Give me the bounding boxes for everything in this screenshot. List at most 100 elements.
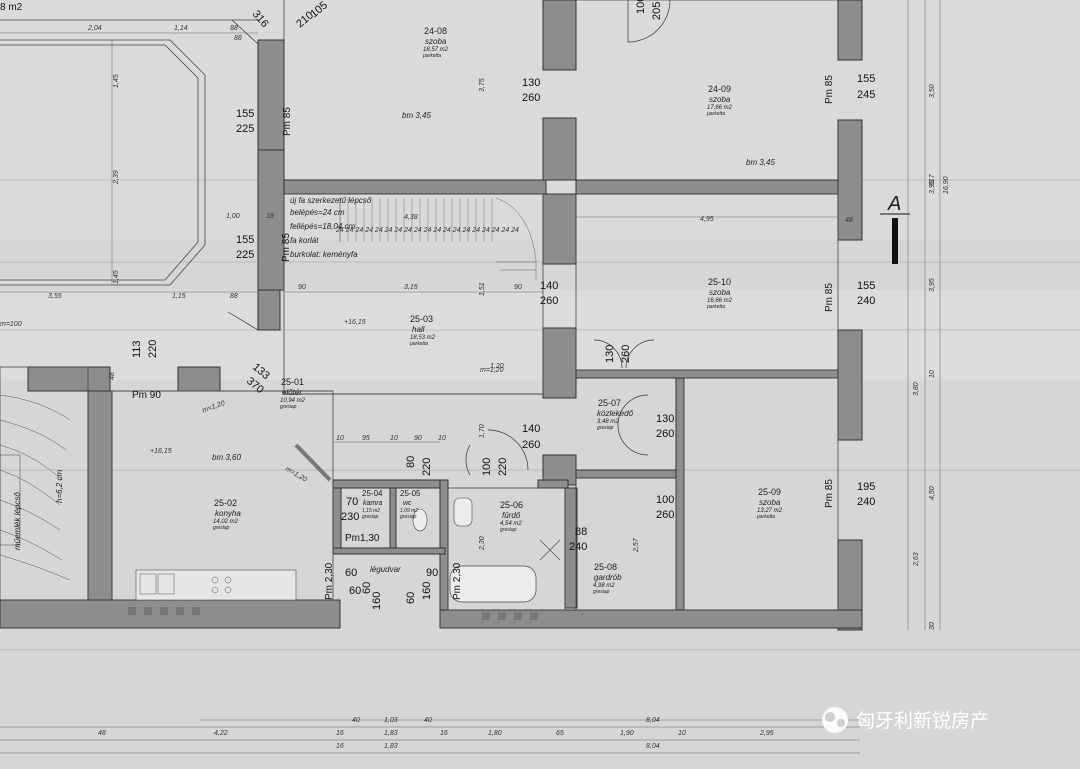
svg-text:gardrób: gardrób bbox=[594, 573, 622, 582]
svg-text:260: 260 bbox=[620, 345, 632, 363]
room-25-05: 25-05 wc 1,09 m2 gresiap bbox=[400, 489, 421, 520]
svg-text:260: 260 bbox=[522, 92, 540, 104]
bath-fixtures bbox=[412, 497, 561, 603]
svg-text:25-03: 25-03 bbox=[410, 314, 433, 324]
svg-text:205: 205 bbox=[651, 2, 663, 20]
svg-text:130: 130 bbox=[604, 345, 616, 363]
svg-text:220: 220 bbox=[497, 458, 509, 476]
svg-text:1,45: 1,45 bbox=[113, 74, 120, 88]
air-shaft: légudvar bbox=[370, 565, 401, 574]
svg-text:gresiap: gresiap bbox=[400, 514, 417, 520]
svg-text:25-01: 25-01 bbox=[281, 377, 304, 387]
svg-text:30: 30 bbox=[929, 622, 936, 630]
svg-text:2,04: 2,04 bbox=[87, 25, 102, 32]
svg-text:Pm 90: Pm 90 bbox=[132, 390, 161, 401]
svg-text:88: 88 bbox=[234, 35, 242, 42]
dimension-numbers: 2,04 1,14 88 1,45 2,39 1,45 3,55 1,15 88… bbox=[48, 25, 950, 750]
svg-text:1,03: 1,03 bbox=[384, 717, 398, 724]
svg-text:2,30: 2,30 bbox=[479, 536, 486, 551]
svg-text:260: 260 bbox=[540, 295, 558, 307]
monument-stair-label: műemlék lépcső bbox=[13, 492, 22, 550]
svg-text:16: 16 bbox=[440, 730, 448, 737]
svg-text:konyha: konyha bbox=[215, 509, 241, 518]
svg-text:18,57 m2: 18,57 m2 bbox=[423, 47, 449, 53]
svg-text:48: 48 bbox=[109, 372, 116, 380]
svg-text:14,02 m2: 14,02 m2 bbox=[213, 519, 239, 525]
stair-note-4: fa korlát bbox=[290, 236, 319, 245]
svg-text:Pm 85: Pm 85 bbox=[282, 107, 293, 136]
svg-text:3,95: 3,95 bbox=[929, 278, 936, 292]
room-25-06: 25-06 fürdő 4,54 m2 gresiap bbox=[500, 500, 523, 533]
room-25-03: 25-03 hall 18,53 m2 parketta bbox=[409, 314, 436, 347]
svg-text:88: 88 bbox=[230, 25, 238, 32]
room-25-04: 25-04 kamra 1,15 m2 gresiap bbox=[362, 489, 383, 520]
svg-text:2,39: 2,39 bbox=[113, 170, 120, 185]
svg-text:gresiap: gresiap bbox=[213, 525, 230, 531]
svg-text:3,75: 3,75 bbox=[479, 78, 486, 92]
svg-text:1,83: 1,83 bbox=[384, 730, 398, 737]
svg-text:10: 10 bbox=[336, 435, 344, 442]
svg-text:220: 220 bbox=[421, 458, 433, 476]
svg-text:90: 90 bbox=[514, 284, 522, 291]
svg-text:16: 16 bbox=[336, 743, 344, 750]
svg-text:260: 260 bbox=[656, 428, 674, 440]
room-labels: 24-08 szoba 18,57 m2 parketta 24-09 szob… bbox=[213, 26, 783, 595]
svg-text:Pm 85: Pm 85 bbox=[824, 479, 835, 508]
svg-text:240: 240 bbox=[857, 496, 875, 508]
svg-text:140: 140 bbox=[522, 423, 540, 435]
svg-text:10: 10 bbox=[438, 435, 446, 442]
svg-text:1,15: 1,15 bbox=[172, 293, 186, 300]
svg-text:40: 40 bbox=[424, 717, 432, 724]
walls bbox=[0, 0, 863, 631]
svg-text:25-05: 25-05 bbox=[400, 489, 421, 498]
svg-text:90: 90 bbox=[298, 284, 306, 291]
svg-text:25-10: 25-10 bbox=[708, 277, 731, 287]
room-25-07: 25-07 közlekedő 3,48 m2 gresiap bbox=[597, 398, 634, 431]
room-24-09: 24-09 szoba 17,66 m2 parketta bbox=[706, 84, 733, 117]
svg-text:60: 60 bbox=[405, 592, 417, 604]
svg-text:parketta: parketta bbox=[756, 514, 775, 520]
svg-text:65: 65 bbox=[556, 730, 564, 737]
svg-text:gresiap: gresiap bbox=[593, 589, 610, 595]
svg-text:parketta: parketta bbox=[422, 53, 441, 59]
svg-text:4,98 m2: 4,98 m2 bbox=[593, 583, 615, 589]
top-area: 8 m2 bbox=[0, 2, 23, 13]
svg-text:2,63: 2,63 bbox=[913, 552, 920, 567]
svg-text:260: 260 bbox=[522, 439, 540, 451]
svg-text:140: 140 bbox=[540, 280, 558, 292]
svg-text:1,90: 1,90 bbox=[620, 730, 634, 737]
room-25-08: 25-08 gardrób 4,98 m2 gresiap bbox=[593, 562, 622, 595]
svg-text:230: 230 bbox=[341, 511, 359, 523]
elevation-2: +16,15 bbox=[150, 448, 172, 455]
svg-text:2,95: 2,95 bbox=[759, 730, 774, 737]
svg-text:90: 90 bbox=[426, 567, 438, 579]
svg-text:225: 225 bbox=[236, 249, 254, 261]
svg-text:1,00: 1,00 bbox=[226, 213, 240, 220]
svg-text:wc: wc bbox=[403, 500, 412, 507]
svg-text:25-02: 25-02 bbox=[214, 498, 237, 508]
svg-text:160: 160 bbox=[421, 582, 433, 600]
svg-text:220: 220 bbox=[147, 340, 159, 358]
svg-text:8,04: 8,04 bbox=[646, 717, 660, 724]
svg-text:parketta: parketta bbox=[706, 304, 725, 310]
svg-text:48: 48 bbox=[845, 217, 853, 224]
svg-text:60: 60 bbox=[345, 567, 357, 579]
svg-text:gresiap: gresiap bbox=[500, 527, 517, 533]
stair-height: h=6,2 cm bbox=[55, 470, 64, 503]
ceiling-height-2: bm 3,45 bbox=[746, 158, 775, 167]
svg-text:Pm1,30: Pm1,30 bbox=[345, 533, 380, 544]
svg-text:155: 155 bbox=[236, 108, 254, 120]
svg-text:szoba: szoba bbox=[759, 498, 781, 507]
svg-text:hall: hall bbox=[412, 325, 425, 334]
svg-text:60: 60 bbox=[361, 582, 373, 594]
stair-note-2: belépés=24 cm bbox=[290, 208, 345, 217]
svg-text:szoba: szoba bbox=[425, 37, 447, 46]
svg-text:Pm 2,30: Pm 2,30 bbox=[324, 562, 335, 600]
svg-text:1,51: 1,51 bbox=[479, 282, 486, 296]
svg-text:100: 100 bbox=[656, 494, 674, 506]
svg-text:13,27 m2: 13,27 m2 bbox=[757, 508, 783, 514]
svg-text:4,22: 4,22 bbox=[214, 730, 228, 737]
top-room-outlines bbox=[0, 0, 838, 40]
svg-text:4,54 m2: 4,54 m2 bbox=[500, 521, 522, 527]
stair-treads: 24 24 24 24 24 24 24 24 24 24 24 24 24 2… bbox=[335, 227, 519, 234]
